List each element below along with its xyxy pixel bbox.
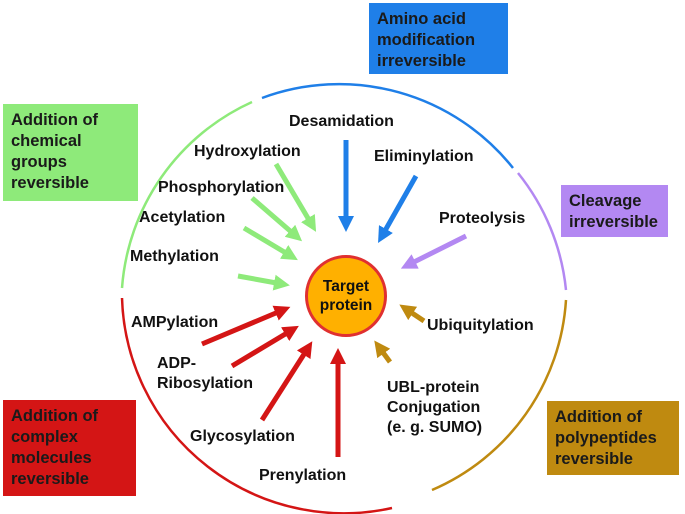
label-ubl-line-1: UBL-protein — [387, 379, 480, 396]
category-complex-line-1: Addition of — [11, 407, 99, 425]
category-polypeptides-line-2: polypeptides — [555, 429, 657, 447]
category-amino-acid-box: Amino acid modification irreversible — [369, 3, 508, 74]
label-eliminylation: Eliminylation — [374, 148, 474, 165]
label-ubiquitylation: Ubiquitylation — [427, 317, 534, 334]
label-acetylation: Acetylation — [139, 209, 226, 226]
target-protein-node: Target protein — [305, 255, 387, 337]
arrow-phosphorylation — [250, 196, 303, 242]
category-polypeptides-box: Addition of polypeptides reversible — [547, 401, 679, 475]
arrow-hydroxylation — [273, 162, 317, 232]
label-phosphorylation: Phosphorylation — [158, 179, 285, 196]
category-cleavage-line-2: irreversible — [569, 213, 658, 231]
category-complex-box: Addition of complex molecules reversible — [3, 400, 136, 496]
target-protein-line-2: protein — [319, 297, 373, 314]
category-amino-acid-line-1: Amino acid — [377, 10, 466, 28]
label-prenylation: Prenylation — [259, 467, 347, 484]
arrow-ubl-conjugation — [374, 340, 393, 364]
category-chemical-line-3: groups — [11, 153, 67, 171]
arrow-ampylation — [201, 305, 291, 347]
label-hydroxylation: Hydroxylation — [194, 143, 301, 160]
category-chemical-line-2: chemical — [11, 132, 82, 150]
arrow-methylation — [237, 273, 290, 291]
label-desamidation: Desamidation — [289, 113, 394, 130]
arc-complex-molecules — [120, 297, 393, 514]
category-chemical-box: Addition of chemical groups reversible — [3, 104, 138, 201]
arrow-adp-ribosylation — [230, 325, 299, 369]
category-polypeptides-line-1: Addition of — [555, 408, 643, 426]
category-chemical-line-1: Addition of — [11, 111, 99, 129]
category-amino-acid-line-3: irreversible — [377, 52, 466, 70]
category-polypeptides-line-3: reversible — [555, 450, 633, 468]
arc-polypeptides — [431, 299, 568, 492]
target-protein-line-1: Target — [322, 278, 370, 295]
arc-cleavage — [517, 172, 568, 291]
arrow-proteolysis — [400, 233, 468, 269]
arc-chemical-groups — [120, 100, 253, 289]
category-amino-acid-line-2: modification — [377, 31, 476, 49]
label-glycosylation: Glycosylation — [190, 428, 295, 445]
arc-amino-acid — [261, 82, 514, 169]
arrow-eliminylation — [378, 174, 419, 243]
arrow-ubiquitylation — [399, 304, 426, 324]
category-complex-line-2: complex — [11, 428, 78, 446]
category-complex-line-3: molecules — [11, 449, 92, 467]
arrow-glycosylation — [259, 341, 313, 422]
label-ampylation: AMPylation — [131, 314, 219, 331]
category-chemical-line-4: reversible — [11, 174, 89, 192]
label-adp-line-2: Ribosylation — [157, 375, 254, 392]
label-ubl-line-2: Conjugation — [387, 399, 481, 416]
arrow-acetylation — [242, 225, 298, 261]
label-proteolysis: Proteolysis — [439, 210, 526, 227]
category-cleavage-line-1: Cleavage — [569, 192, 642, 210]
label-methylation: Methylation — [130, 248, 219, 265]
label-ubl-conjugation: UBL-protein Conjugation (e. g. SUMO) — [387, 378, 482, 438]
category-complex-line-4: reversible — [11, 470, 89, 488]
category-cleavage-box: Cleavage irreversible — [561, 185, 668, 237]
label-ubl-line-3: (e. g. SUMO) — [387, 419, 483, 436]
label-adp-ribosylation: ADP- Ribosylation — [157, 354, 253, 394]
label-adp-line-1: ADP- — [157, 355, 197, 372]
